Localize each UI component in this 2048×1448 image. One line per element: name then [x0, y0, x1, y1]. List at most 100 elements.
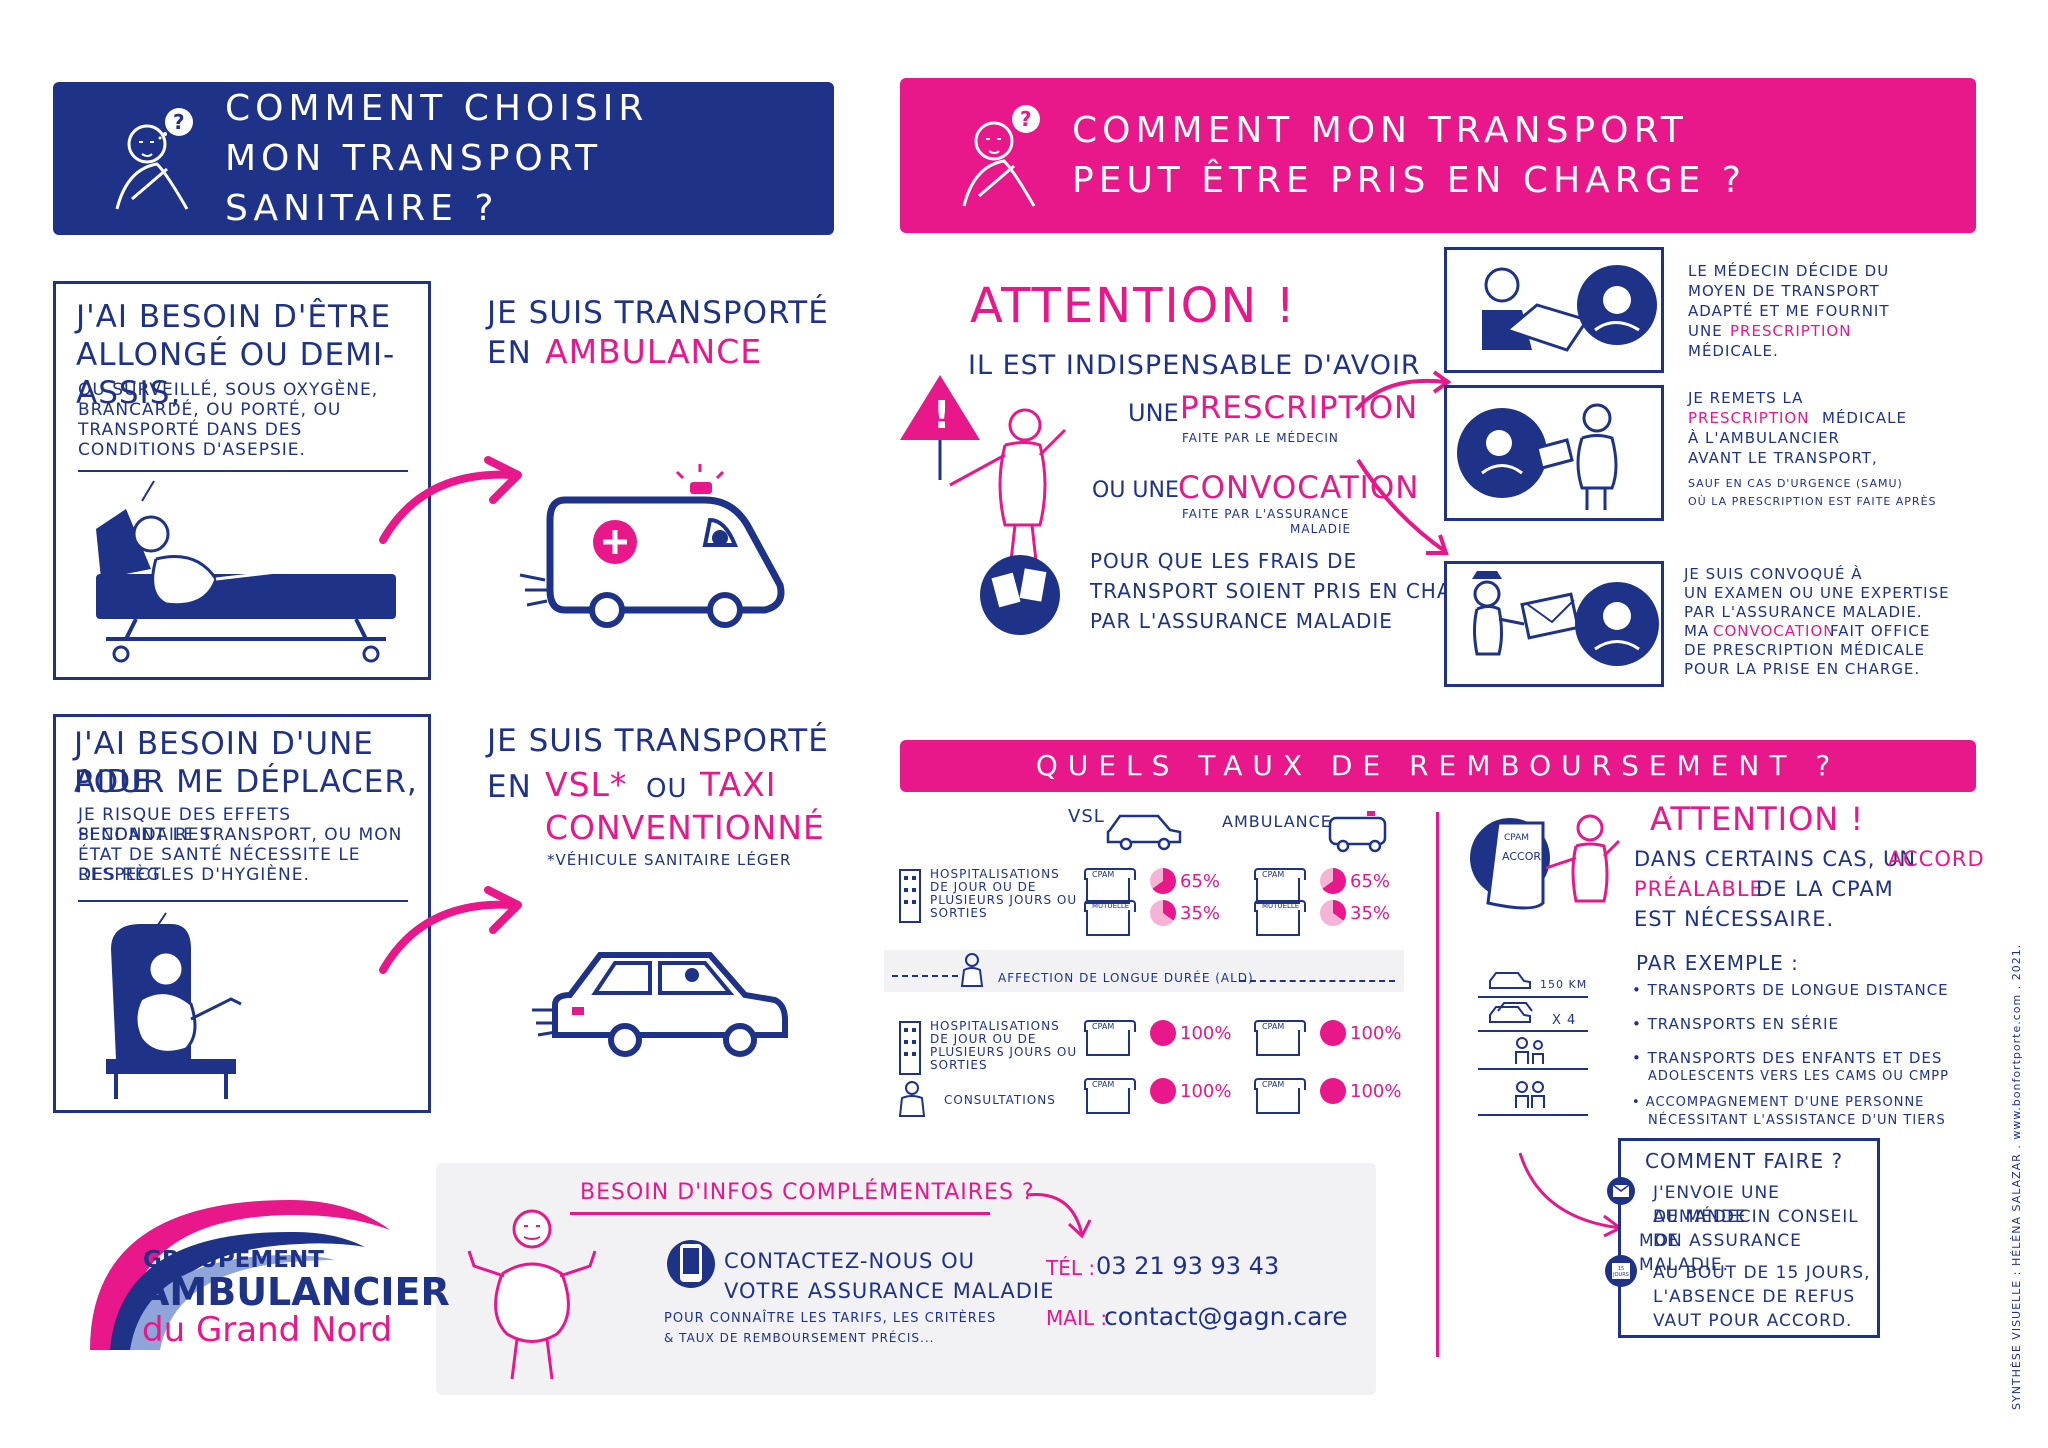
- box2-sub4: DES RÈGLES D'HYGIÈNE.: [78, 865, 310, 885]
- doctor-icon: [898, 1081, 926, 1117]
- result1-prefix: EN: [487, 335, 532, 371]
- result2-vsl: VSL*: [545, 765, 628, 804]
- step3-l3: PAR L'ASSURANCE MALADIE.: [1684, 603, 1923, 621]
- warning-sign-person-icon: !: [900, 375, 1067, 635]
- pct-amb-consult: 100%: [1350, 1081, 1402, 1102]
- ald-dash-left: [892, 975, 958, 977]
- infos-title-underline: [570, 1212, 990, 1215]
- convocation-letter-icon: [1472, 571, 1659, 666]
- attention-ou-une: OU UNE: [1092, 478, 1179, 503]
- seated-patient-icon: [106, 912, 242, 1099]
- box1-sub1: OU SURVEILLÉ, SOUS OXYGÈNE,: [78, 380, 379, 400]
- speech-line: [78, 470, 408, 472]
- ambulance-icon: [519, 464, 785, 628]
- mutuelle-house-icon: MUTUELLE: [1084, 900, 1136, 936]
- step3-l1: JE SUIS CONVOQUÉ À: [1684, 565, 1863, 583]
- accord-l1a: DANS CERTAINS CAS, UN: [1634, 847, 1917, 871]
- consult-label: CONSULTATIONS: [944, 1093, 1056, 1107]
- step1-l1: LE MÉDECIN DÉCIDE DU: [1688, 262, 1890, 280]
- col-vsl-label: VSL: [1068, 806, 1105, 827]
- need-help-box: J'AI BESOIN D'UNE AIDE POUR ME DÉPLACER,…: [53, 714, 431, 1113]
- hosp2-l2: DE JOUR OU DE: [930, 1032, 1037, 1046]
- right-banner-line1: COMMENT MON TRANSPORT: [1072, 109, 1688, 151]
- hosp2-l1: HOSPITALISATIONS: [930, 1019, 1060, 1033]
- box2-title2: POUR ME DÉPLACER,: [74, 764, 418, 800]
- ex3-line: [1478, 1068, 1588, 1070]
- cpam-house-icon: CPAM: [1084, 1020, 1136, 1056]
- mutuelle-house-icon: MUTUELLE: [1254, 900, 1306, 936]
- ex3a: • TRANSPORTS DES ENFANTS ET DES: [1632, 1049, 1943, 1067]
- pct-vsl-mut: 35%: [1180, 903, 1221, 924]
- box1-sub2: BRANCARDÉ, OU PORTÉ, OU: [78, 400, 342, 420]
- attention-pour2: TRANSPORT SOIENT PRIS EN CHARGE: [1090, 579, 1497, 603]
- logo-l2: AMBULANCIER: [140, 1270, 450, 1314]
- taux-title: QUELS TAUX DE REMBOURSEMENT ?: [1035, 749, 1841, 782]
- pct-vsl-cpam: 65%: [1180, 871, 1221, 892]
- pie-65: [1320, 868, 1346, 894]
- pie-100: [1150, 1020, 1176, 1046]
- ex4-line: [1478, 1114, 1588, 1116]
- right-banner: ? COMMENT MON TRANSPORT PEUT ÊTRE PRIS E…: [900, 78, 1976, 233]
- pct-vsl-ald: 100%: [1180, 1023, 1232, 1044]
- pct-amb-cpam: 65%: [1350, 871, 1391, 892]
- step1-l4a: UNE: [1688, 322, 1723, 340]
- svg-text:?: ?: [1020, 107, 1032, 131]
- mail-label: MAIL :: [1046, 1306, 1108, 1330]
- step1-picture: [1444, 247, 1664, 373]
- comment-faire-title: COMMENT FAIRE ?: [1645, 1149, 1844, 1173]
- envelope-icon: [1607, 1177, 1635, 1205]
- attention-convocation-by2: MALADIE: [1290, 522, 1352, 536]
- children-icon: [1515, 1037, 1544, 1064]
- box1-sub4: CONDITIONS D'ASEPSIE.: [78, 440, 306, 460]
- step2-l2b: MÉDICALE: [1822, 409, 1907, 427]
- cf-a3: MON ASSURANCE MALADIE.: [1639, 1231, 1802, 1275]
- step2-l5: SAUF EN CAS D'URGENCE (SAMU): [1688, 477, 1903, 490]
- credit: SYNTHÈSE VISUELLE : HÉLÈNA SALAZAR . www…: [2010, 943, 2023, 1410]
- pie-100: [1320, 1078, 1346, 1104]
- phone-icon: [667, 1240, 715, 1288]
- ex1: • TRANSPORTS DE LONGUE DISTANCE: [1632, 981, 1949, 999]
- step2-l6: OÙ LA PRESCRIPTION EST FAITE APRÈS: [1688, 495, 1937, 508]
- hosp1-l4: SORTIES: [930, 906, 988, 920]
- pie-100: [1320, 1020, 1346, 1046]
- ambulance-small-icon: [1328, 811, 1387, 853]
- handing-prescription-icon: [1457, 403, 1618, 510]
- hosp2-l4: SORTIES: [930, 1058, 988, 1072]
- step3-picture: [1444, 561, 1664, 687]
- box2-title1: J'AI BESOIN D'UNE AIDE: [74, 726, 374, 800]
- x4-label: X 4: [1552, 1013, 1577, 1028]
- step3-l5: DE PRESCRIPTION MÉDICALE: [1684, 641, 1925, 659]
- box1-sub3: TRANSPORTÉ DANS DES: [78, 420, 303, 440]
- logo-swoosh-icon: [90, 1200, 390, 1350]
- thinking-person-icon: ?: [962, 104, 1040, 207]
- attention-line1: IL EST INDISPENSABLE D'AVOIR: [968, 350, 1421, 381]
- cpam-house-icon: CPAM: [1084, 868, 1136, 904]
- tel-value: 03 21 93 93 43: [1096, 1252, 1280, 1280]
- step1-l5: MÉDICALE.: [1688, 342, 1779, 360]
- result1-line1: JE SUIS TRANSPORTÉ: [487, 295, 829, 331]
- logo-l1: GROUPEMENT: [143, 1247, 324, 1273]
- infos-panel: [436, 1163, 1376, 1395]
- step3-l4a: MA: [1684, 622, 1710, 640]
- infos-c2: VOTRE ASSURANCE MALADIE: [724, 1279, 1055, 1303]
- hosp1-l2: DE JOUR OU DE: [930, 880, 1037, 894]
- cf-b3: VAUT POUR ACCORD.: [1653, 1311, 1853, 1331]
- cpam-house-icon: CPAM: [1084, 1078, 1136, 1114]
- result2-conv: CONVENTIONNÉ: [545, 808, 825, 847]
- svg-text:?: ?: [173, 110, 185, 134]
- pct-vsl-consult: 100%: [1180, 1081, 1232, 1102]
- par-exemple: PAR EXEMPLE :: [1636, 951, 1799, 975]
- accord-l3: EST NÉCESSAIRE.: [1634, 907, 1835, 931]
- stretcher-patient-icon: [96, 480, 396, 663]
- left-banner: ? COMMENT CHOISIR MON TRANSPORT SANITAIR…: [53, 82, 834, 235]
- attention-prescription: PRESCRIPTION: [1180, 390, 1419, 426]
- svg-text:CPAM: CPAM: [1504, 833, 1529, 843]
- pct-amb-ald: 100%: [1350, 1023, 1402, 1044]
- doctor-writing-icon: [1482, 265, 1657, 352]
- hosp2-l3: PLUSIEURS JOURS OU: [930, 1045, 1078, 1059]
- accompaniment-icon: [1515, 1081, 1545, 1108]
- hosp1-l3: PLUSIEURS JOURS OU: [930, 893, 1078, 907]
- ald-person-icon: [960, 953, 984, 987]
- need-lying-box: J'AI BESOIN D'ÊTRE ALLONGÉ OU DEMI-ASSIS…: [53, 281, 431, 680]
- vsl-car-icon: [532, 952, 788, 1057]
